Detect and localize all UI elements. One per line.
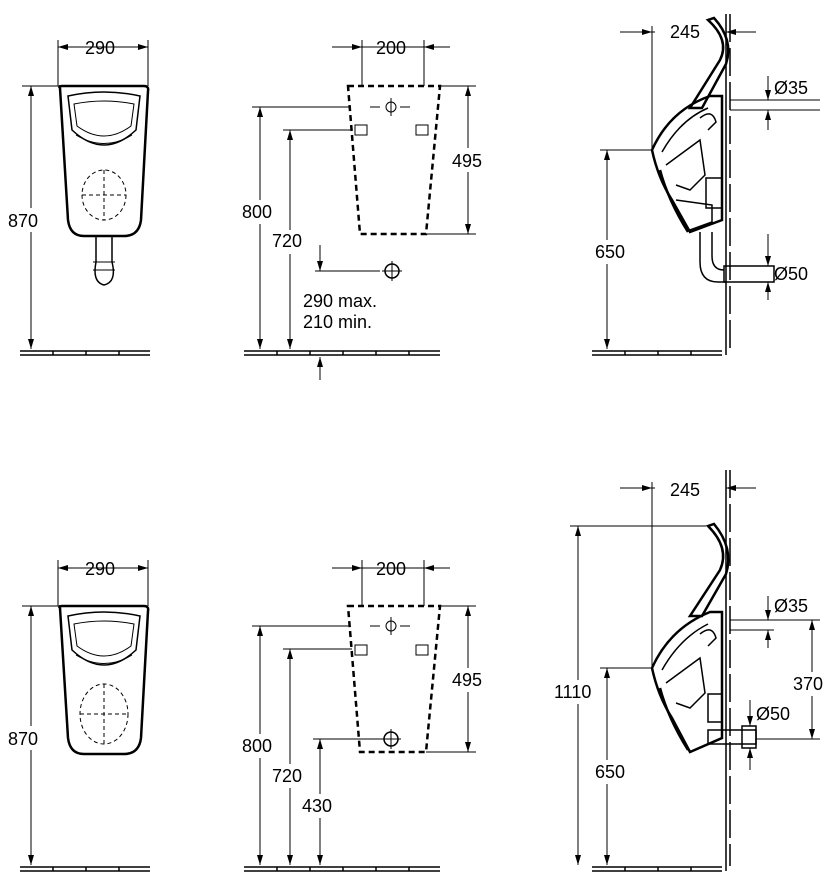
bottom-rear-view: 200 800 720 430 495	[240, 559, 492, 872]
floor-line	[20, 866, 150, 872]
bottom-front-width: 290	[85, 559, 115, 579]
urinal-rear-outline	[346, 604, 442, 754]
trap-side	[699, 232, 726, 283]
urinal-body-front	[58, 604, 150, 756]
bottom-rear-800: 800	[242, 736, 272, 756]
urinal-body-side	[650, 94, 724, 234]
lid-side	[687, 522, 730, 618]
trap-front	[94, 236, 115, 286]
wall-line	[725, 470, 731, 871]
top-front-width: 290	[85, 38, 115, 58]
bottom-front-height: 870	[8, 729, 38, 749]
bottom-rear-width: 200	[376, 559, 406, 579]
floor-line	[244, 866, 440, 872]
top-side-view: 245 Ø35 650 Ø50	[590, 14, 820, 356]
lid-side	[687, 16, 730, 110]
floor-line	[244, 350, 440, 356]
bottom-side-245: 245	[670, 480, 700, 500]
bottom-side-1110: 1110	[554, 682, 591, 702]
bottom-side-inlet-diameter: Ø35	[774, 596, 808, 616]
top-rear-view: 200 800 720 495 290 max.	[240, 38, 492, 380]
top-front-view: 290 870	[5, 38, 150, 356]
floor-line	[592, 350, 722, 356]
top-side-650: 650	[595, 242, 625, 262]
bottom-side-view: 245 Ø35 370 Ø50 1110	[552, 470, 834, 872]
bottom-side-outlet-diameter: Ø50	[756, 704, 790, 724]
top-rear-495: 495	[452, 151, 482, 171]
bottom-side-370: 370	[793, 674, 823, 694]
top-rear-width: 200	[376, 38, 406, 58]
top-rear-inlet-max: 290 max.	[303, 291, 377, 311]
bottom-front-view: 290 870	[5, 559, 150, 872]
urinal-body-front	[58, 84, 150, 238]
top-front-height: 870	[8, 211, 38, 231]
floor-line	[20, 350, 150, 356]
floor-line	[592, 866, 722, 872]
bottom-rear-495: 495	[452, 670, 482, 690]
top-side-245: 245	[670, 22, 700, 42]
top-side-outlet-diameter: Ø50	[774, 264, 808, 284]
bottom-side-650: 650	[595, 762, 625, 782]
urinal-rear-outline	[346, 84, 442, 236]
top-rear-inlet-min: 210 min.	[303, 312, 372, 332]
top-side-inlet-diameter: Ø35	[774, 78, 808, 98]
top-rear-800: 800	[242, 202, 272, 222]
bottom-rear-720: 720	[272, 766, 302, 786]
bottom-rear-430: 430	[302, 796, 332, 816]
top-rear-720: 720	[272, 231, 302, 251]
urinal-body-side	[650, 610, 724, 754]
